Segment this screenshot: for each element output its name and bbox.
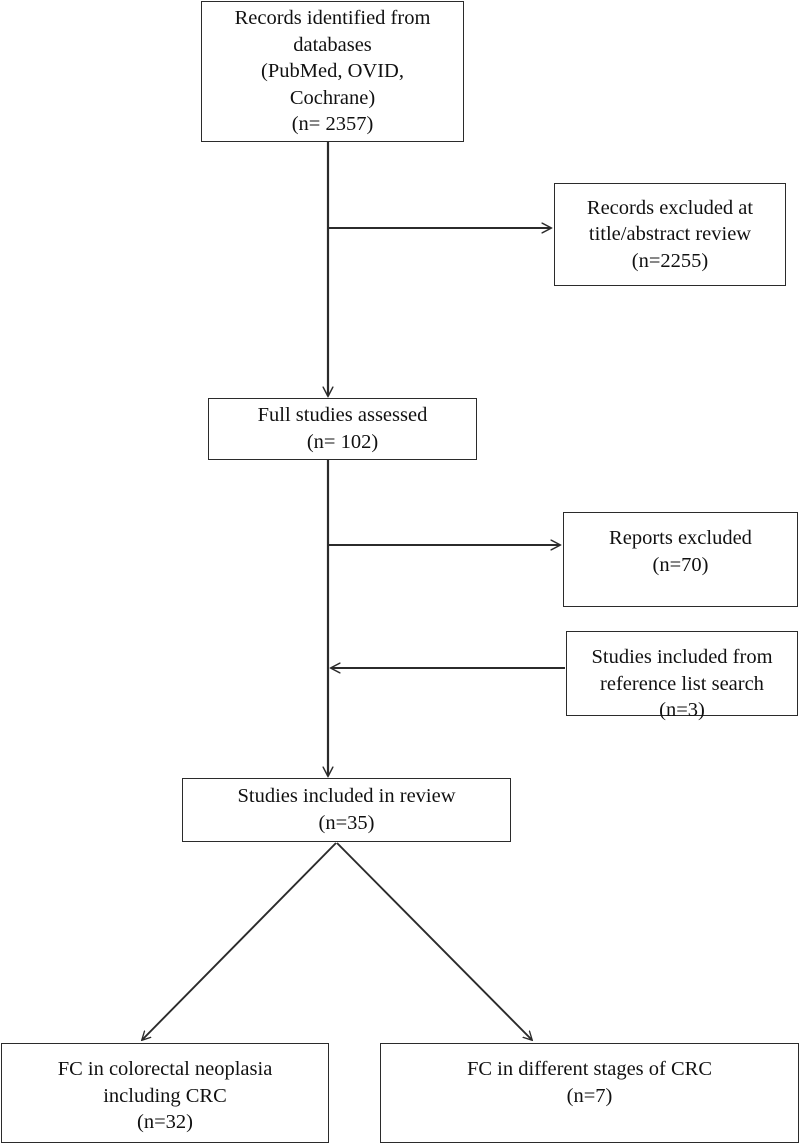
box-reports-excluded: Reports excluded (n=70)	[563, 512, 798, 607]
box-records-excluded: Records excluded at title/abstract revie…	[554, 183, 786, 286]
box-fc-different-stages-crc: FC in different stages of CRC (n=7)	[380, 1043, 799, 1143]
box-full-studies-assessed: Full studies assessed (n= 102)	[208, 398, 477, 460]
connector-split-left	[142, 842, 337, 1040]
box-reference-list-search: Studies included from reference list sea…	[566, 631, 798, 721]
box-fc-colorectal-neoplasia: FC in colorectal neoplasia including CRC…	[1, 1043, 329, 1143]
box-studies-included-in-review: Studies included in review (n=35)	[182, 778, 511, 842]
connector-split-right	[336, 842, 532, 1040]
box-records-identified: Records identified from databases (PubMe…	[201, 1, 464, 142]
